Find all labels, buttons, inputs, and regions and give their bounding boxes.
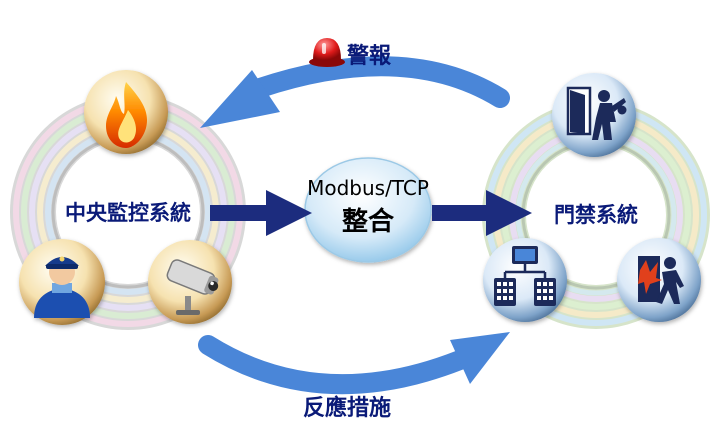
bottom-curved-arrow xyxy=(198,332,510,395)
alarm-label: 警報 xyxy=(346,43,392,69)
protocol-label: Modbus/TCP xyxy=(307,176,429,200)
alarm-siren-icon xyxy=(309,38,345,67)
right-flow-arrow xyxy=(432,190,532,236)
emergency-exit-icon xyxy=(617,238,701,322)
door-intrusion-icon xyxy=(552,73,636,157)
cctv-camera-icon xyxy=(148,240,232,324)
network-terminals-icon xyxy=(483,238,567,322)
integration-label: 整合 xyxy=(342,206,395,237)
security-guard-icon xyxy=(19,239,105,325)
right-system-label: 門禁系統 xyxy=(554,203,638,227)
response-label: 反應措施 xyxy=(303,395,391,421)
left-system-label: 中央監控系統 xyxy=(65,201,191,225)
left-flow-arrow xyxy=(210,190,312,236)
fire-icon xyxy=(84,70,168,154)
top-curved-arrow xyxy=(200,56,510,128)
